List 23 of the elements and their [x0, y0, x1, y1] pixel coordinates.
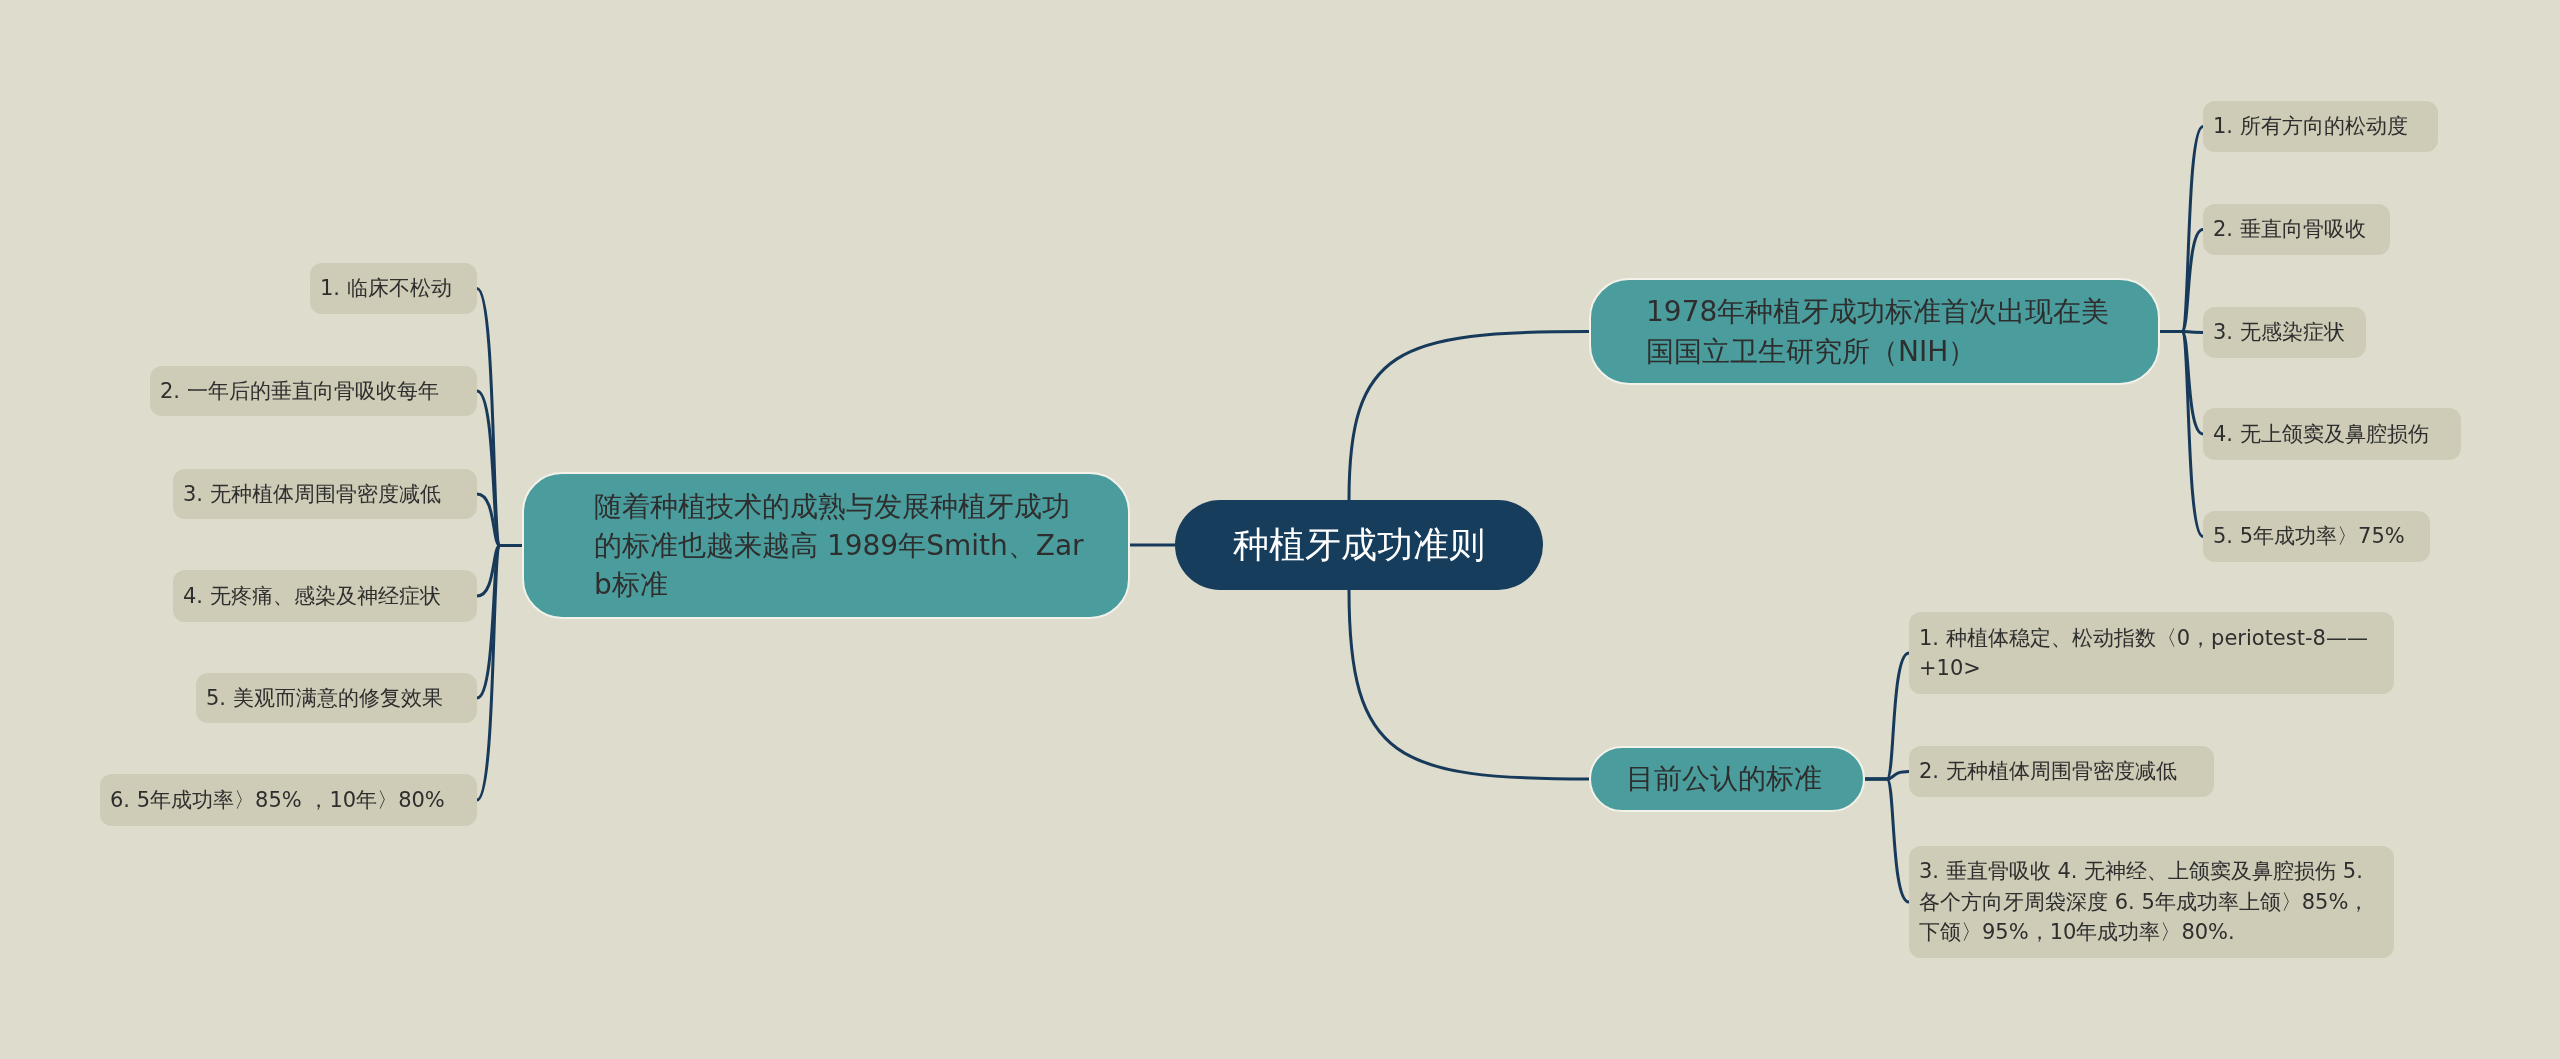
subtopic-box: 5. 美观而满意的修复效果 [196, 673, 477, 723]
subtopic-box: 1. 所有方向的松动度 [2203, 101, 2438, 152]
subtopic-box: 1. 临床不松动 [310, 263, 477, 314]
connector-line [1347, 589, 1589, 781]
branch-topic-box: 随着种植技术的成熟与发展种植牙成功的标准也越来越高 1989年Smith、Zarb标准 [522, 472, 1130, 619]
connector-line [1865, 777, 1910, 904]
subtopic-box: 3. 无种植体周围骨密度减低 [173, 469, 477, 519]
subtopic-box: 6. 5年成功率〉85% ，10年〉80% [100, 774, 477, 826]
branch-topic-box: 目前公认的标准 [1589, 746, 1865, 812]
subtopic-box: 5. 5年成功率〉75% [2203, 511, 2430, 562]
connector-line [1130, 543, 1175, 547]
connector-line [1347, 330, 1589, 501]
subtopic-box: 3. 垂直骨吸收 4. 无神经、上颌窦及鼻腔损伤 5. 各个方向牙周袋深度 6. 5年成功率上颌〉85%，下颌〉95%，10年成功率〉80%. [1909, 846, 2394, 958]
subtopic-box: 1. 种植体稳定、松动指数〈0，periotest-8——+10> [1909, 612, 2394, 694]
subtopic-box: 4. 无疼痛、感染及神经症状 [173, 570, 477, 622]
central-topic-box: 种植牙成功准则 [1175, 500, 1543, 590]
subtopic-box: 2. 无种植体周围骨密度减低 [1909, 746, 2214, 797]
subtopic-box: 2. 垂直向骨吸收 [2203, 204, 2390, 255]
subtopic-box: 2. 一年后的垂直向骨吸收每年 [150, 366, 477, 416]
branch-topic-box: 1978年种植牙成功标准首次出现在美国国立卫生研究所（NIH） [1589, 278, 2160, 385]
subtopic-box: 3. 无感染症状 [2203, 307, 2366, 358]
subtopic-box: 4. 无上颌窦及鼻腔损伤 [2203, 408, 2461, 460]
connector-line [475, 544, 522, 801]
